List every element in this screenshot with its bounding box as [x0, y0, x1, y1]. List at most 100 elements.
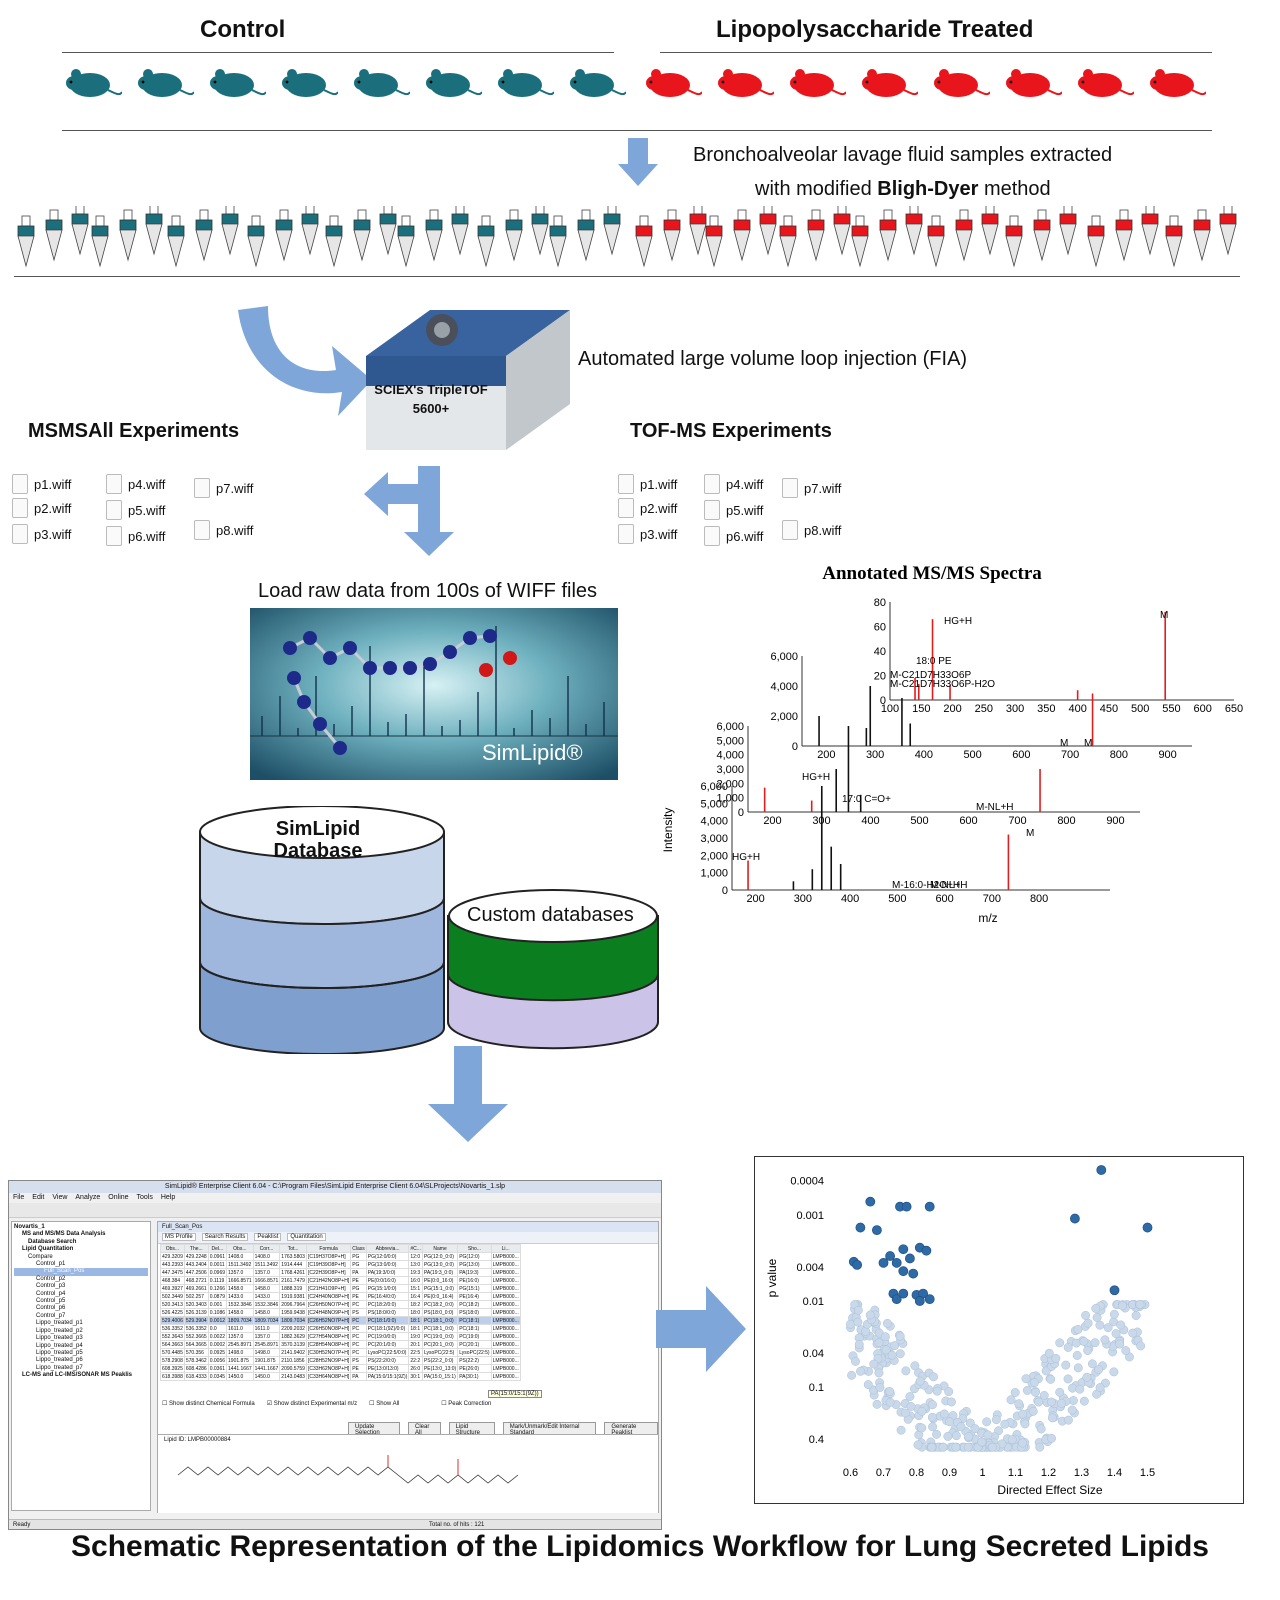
- column-header[interactable]: Li...: [490, 1244, 521, 1253]
- tree-node[interactable]: Lippo_treated_p4: [36, 1342, 83, 1349]
- tree-node[interactable]: Lippo_treated_p6: [36, 1357, 83, 1364]
- spectrum-annotation: HG+H: [944, 616, 972, 627]
- tree-node[interactable]: Control_p3: [36, 1283, 66, 1290]
- tree-node[interactable]: Control_p5: [36, 1298, 66, 1305]
- menu-item[interactable]: View: [52, 1194, 68, 1201]
- table-cell: 468.2721: [183, 1276, 209, 1285]
- menu-item[interactable]: File: [13, 1194, 25, 1201]
- tree-node[interactable]: Control_p2: [36, 1275, 66, 1282]
- table-cell: PE(0:0_16:0): [421, 1276, 459, 1285]
- spectrum-x-tick: 500: [1131, 703, 1149, 715]
- menu-item[interactable]: Tools: [136, 1194, 153, 1201]
- status-hits: Total no. of hits : 121: [429, 1522, 485, 1528]
- table-cell: PA(19:3): [457, 1268, 492, 1277]
- tree-node[interactable]: MS and MS/MS Data Analysis: [22, 1231, 106, 1238]
- tree-node[interactable]: Database Search: [28, 1238, 77, 1245]
- result-tab[interactable]: Peaklist: [254, 1233, 282, 1241]
- result-tab[interactable]: MS Profile: [162, 1233, 196, 1241]
- tree-node[interactable]: Novartis_1: [14, 1224, 45, 1230]
- column-header[interactable]: Formula: [305, 1244, 352, 1253]
- volcano-point: [913, 1440, 923, 1450]
- file-icon: [782, 478, 798, 498]
- tree-node[interactable]: Compare: [28, 1253, 53, 1260]
- tube-group-icon: [1087, 206, 1159, 268]
- tree-node[interactable]: Control_p1: [36, 1261, 66, 1268]
- table-cell: 1809.7034: [279, 1316, 307, 1325]
- tree-node[interactable]: Lippo_treated_p3: [36, 1335, 83, 1342]
- tree-node[interactable]: Lipid Quantitation: [22, 1246, 74, 1253]
- column-header[interactable]: Del...: [207, 1244, 228, 1253]
- result-tab[interactable]: Search Results: [201, 1233, 249, 1241]
- menu-item[interactable]: Analyze: [75, 1194, 101, 1201]
- tree-node[interactable]: Lippo_treated_p2: [36, 1327, 83, 1334]
- volcano-x-tick: 0.9: [942, 1467, 957, 1479]
- wiff-file-name: p8.wiff: [216, 522, 254, 538]
- spectrum-annotation: M-C21D7H33O6P-H2O: [890, 679, 995, 690]
- peak-correction-checkbox[interactable]: ☐ Peak Correction: [441, 1401, 492, 1407]
- column-header[interactable]: Obs...: [226, 1244, 254, 1253]
- file-icon: [106, 526, 122, 546]
- column-header[interactable]: Sho...: [457, 1244, 492, 1253]
- column-header[interactable]: Tot...: [279, 1244, 307, 1253]
- result-tab[interactable]: Quantitation: [287, 1233, 326, 1241]
- column-header[interactable]: Corr...: [252, 1244, 281, 1253]
- volcano-point: [951, 1431, 961, 1441]
- column-header[interactable]: #C...: [408, 1244, 423, 1253]
- show-distinct-mz-checkbox[interactable]: ☑ Show distinct Experimental m/z: [266, 1401, 358, 1407]
- tree-node[interactable]: Control_p6: [36, 1305, 66, 1312]
- tree-node[interactable]: LC-MS and LC-IMS/SONAR MS Peaklis: [22, 1372, 133, 1379]
- tree-node[interactable]: Lippo_treated_p7: [36, 1364, 83, 1371]
- wiff-file: p2.wiff: [12, 498, 71, 518]
- spectrum-x-tick: 900: [1158, 749, 1176, 761]
- show-distinct-formula-checkbox[interactable]: ☐ Show distinct Chemical Formula: [162, 1401, 255, 1407]
- menu-item[interactable]: Online: [108, 1194, 129, 1201]
- spectrum-x-tick: 200: [943, 703, 961, 715]
- table-cell: PS(18:0): [457, 1308, 492, 1317]
- volcano-significant-point: [914, 1296, 925, 1306]
- file-icon: [704, 474, 720, 494]
- column-header[interactable]: Abbrevia...: [365, 1244, 410, 1253]
- table-cell: PE: [350, 1276, 367, 1285]
- tree-node[interactable]: Lippo_treated_p1: [36, 1320, 83, 1327]
- spectrum-x-tick: 800: [1110, 749, 1128, 761]
- tree-node[interactable]: Control_p4: [36, 1290, 66, 1297]
- volcano-y-tick: 0.0004: [790, 1176, 824, 1188]
- volcano-point: [1087, 1359, 1097, 1369]
- column-header[interactable]: Obs...: [160, 1244, 185, 1253]
- column-header[interactable]: The...: [183, 1244, 209, 1253]
- down-arrow-icon-2: [428, 1046, 508, 1142]
- table-cell: PA(19:3/0:0): [365, 1268, 410, 1277]
- table-cell: PC: [350, 1340, 367, 1349]
- column-header[interactable]: Name: [421, 1244, 459, 1253]
- table-cell: PE(0:0/16:0): [365, 1276, 410, 1285]
- spectrum-annotation: M: [1160, 610, 1168, 621]
- show-all-checkbox[interactable]: ☐ Show All: [369, 1401, 400, 1407]
- tree-node[interactable]: Control_p7: [36, 1312, 66, 1319]
- tree-node[interactable]: Full_Scan_Pos: [14, 1268, 148, 1276]
- menu-item[interactable]: Help: [160, 1194, 176, 1201]
- menu-item[interactable]: Edit: [32, 1194, 45, 1201]
- tree-node[interactable]: Lippo_treated_p5: [36, 1349, 83, 1356]
- volcano-x-tick: 1.1: [1008, 1467, 1023, 1479]
- column-header[interactable]: Class: [350, 1244, 367, 1253]
- volcano-point: [927, 1442, 937, 1452]
- spectrum-panel: 20030040050060070080090001,0002,0003,000…: [716, 721, 1140, 827]
